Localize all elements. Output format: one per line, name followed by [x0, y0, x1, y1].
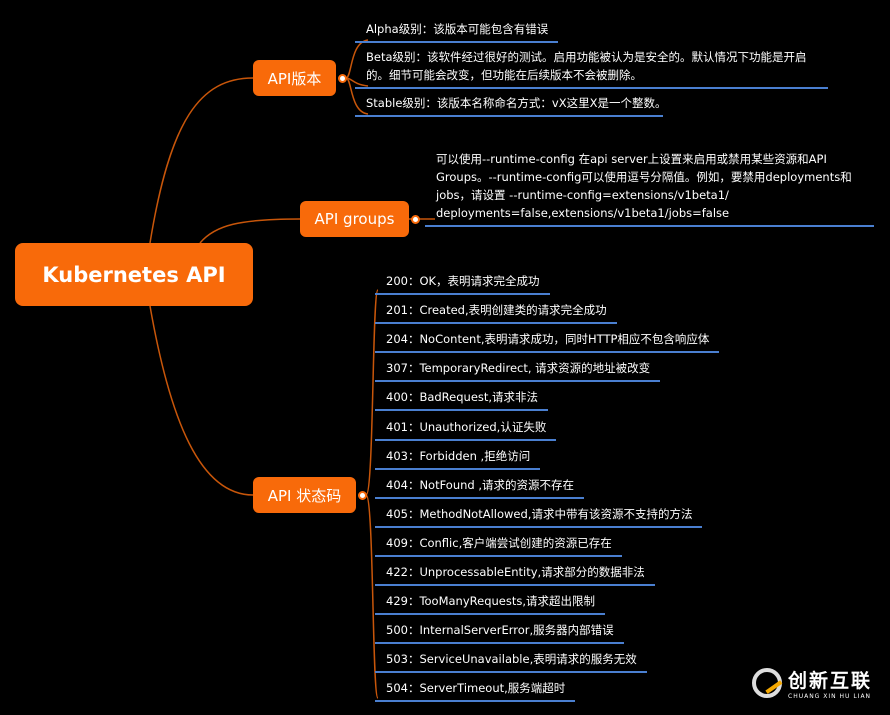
status-code-item[interactable]: 503：ServiceUnavailable,表明请求的服务无效 [375, 650, 647, 674]
status-code-item[interactable]: 405：MethodNotAllowed,请求中带有该资源不支持的方法 [375, 505, 703, 528]
status-code-item[interactable]: 504：ServerTimeout,服务端超时 [375, 679, 576, 703]
collapse-toggle[interactable] [358, 491, 367, 500]
root-node[interactable]: Kubernetes API [15, 243, 253, 306]
collapse-toggle[interactable] [411, 215, 420, 224]
status-code-item[interactable]: 201：Created,表明创建类的请求完全成功 [375, 301, 617, 325]
leaf-api-groups[interactable]: 可以使用--runtime-config 在api server上设置来启用或禁… [425, 150, 874, 227]
logo-name: 创新互联 [788, 670, 873, 692]
watermark-logo: 创新互联 CHUANG XIN HU LIAN [752, 666, 872, 700]
status-code-item[interactable]: 429：TooManyRequests,请求超出限制 [375, 592, 606, 616]
leaf-alpha[interactable]: Alpha级别：该版本可能包含有错误 [355, 20, 559, 43]
branch-api-version[interactable]: API版本 [253, 60, 336, 96]
status-code-item[interactable]: 403：Forbidden ,拒绝访问 [375, 447, 541, 470]
status-code-item[interactable]: 307：TemporaryRedirect, 请求资源的地址被改变 [375, 359, 661, 383]
collapse-toggle[interactable] [338, 74, 347, 83]
status-code-item[interactable]: 401：Unauthorized,认证失败 [375, 418, 557, 441]
status-code-item[interactable]: 500：InternalServerError,服务器内部错误 [375, 621, 624, 645]
leaf-stable[interactable]: Stable级别：该版本名称命名方式：vX这里X是一个整数。 [355, 94, 667, 117]
status-code-item[interactable]: 422：UnprocessableEntity,请求部分的数据非法 [375, 563, 655, 586]
branch-api-groups[interactable]: API groups [300, 201, 409, 237]
logo-icon [752, 668, 782, 698]
logo-pinyin: CHUANG XIN HU LIAN [788, 693, 872, 700]
status-code-item[interactable]: 400：BadRequest,请求非法 [375, 388, 549, 412]
status-code-item[interactable]: 409：Conflic,客户端尝试创建的资源已存在 [375, 534, 622, 557]
leaf-beta[interactable]: Beta级别：该软件经过很好的测试。启用功能被认为是安全的。默认情况下功能是开启… [355, 48, 828, 89]
status-code-item[interactable]: 204：NoContent,表明请求成功，同时HTTP相应不包含响应体 [375, 330, 720, 354]
status-code-item[interactable]: 200：OK，表明请求完全成功 [375, 272, 550, 295]
status-code-item[interactable]: 404：NotFound ,请求的资源不存在 [375, 476, 585, 499]
branch-api-status-codes[interactable]: API 状态码 [253, 477, 356, 513]
